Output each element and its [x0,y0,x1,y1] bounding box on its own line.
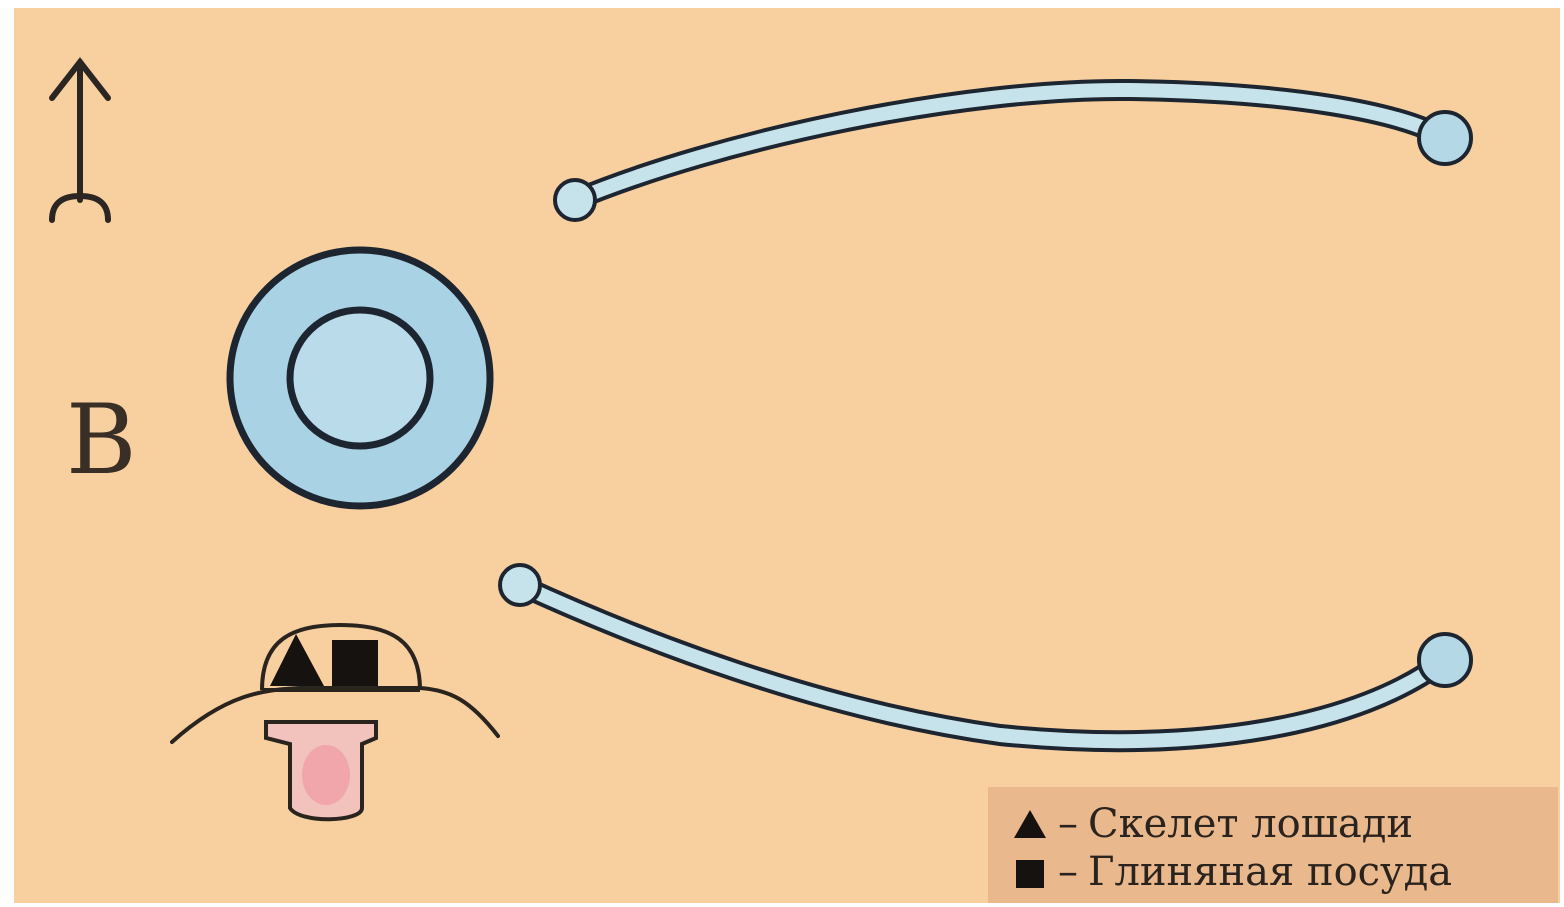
square-icon [1010,852,1050,892]
burial-feature [172,625,498,819]
ring-pit [230,250,490,506]
lower-arc-ditch [500,565,1471,741]
pottery-square-icon [332,640,378,686]
north-arrow-icon [52,62,108,220]
legend-dash: – [1058,849,1078,895]
triangle-icon [1010,804,1050,844]
direction-letter: В [66,392,137,488]
legend-label: Глиняная посуда [1088,849,1452,895]
upper-arc-ditch [555,90,1471,220]
legend-box: – Скелет лошади – Глиняная посуда [988,787,1558,903]
legend-label: Скелет лошади [1088,801,1413,847]
legend-item-horse-skeleton: – Скелет лошади [1010,801,1413,847]
legend-item-pottery: – Глиняная посуда [1010,849,1452,895]
legend-dash: – [1058,801,1078,847]
